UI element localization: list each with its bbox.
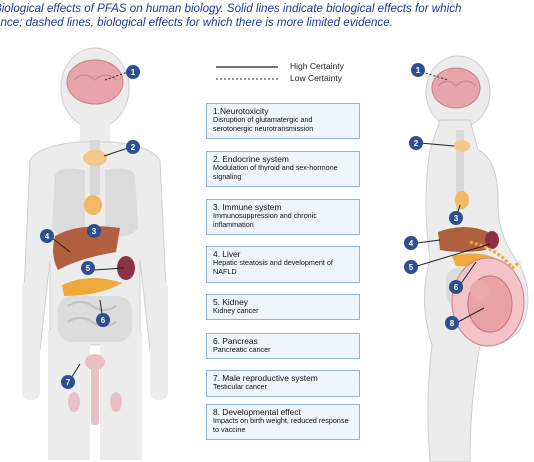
svg-text:1: 1: [131, 68, 136, 77]
marker-1-front: 1: [126, 65, 140, 79]
marker-6-side: 6: [449, 280, 463, 294]
effect-desc: Kidney cancer: [213, 306, 259, 315]
front-brain: [66, 59, 124, 105]
svg-text:1: 1: [416, 66, 421, 75]
svg-text:7: 7: [66, 378, 71, 387]
side-brain: [431, 67, 481, 109]
effect-box-kidney: 5. Kidney Kidney cancer: [206, 294, 360, 320]
svg-text:2: 2: [414, 139, 419, 148]
front-kidney: [117, 256, 135, 280]
effect-title: 2. Endocrine system: [213, 154, 289, 164]
effect-box-male-reproductive: 7. Male reproductive system Testicular c…: [206, 370, 360, 397]
svg-text:5: 5: [86, 264, 91, 273]
svg-text:6: 6: [454, 283, 459, 292]
svg-text:4: 4: [45, 232, 50, 241]
marker-4-front: 4: [40, 229, 54, 243]
svg-text:2: 2: [131, 143, 136, 152]
side-thyroid: [454, 140, 470, 152]
side-pancreas: [452, 253, 496, 267]
effect-desc: Hepatic steatosis and development of NAF…: [213, 258, 333, 276]
caption-line-1: Biological effects of PFAS on human biol…: [0, 2, 462, 15]
effect-title: 1.Neurotoxicity: [213, 106, 269, 116]
svg-text:3: 3: [454, 214, 459, 223]
svg-text:6: 6: [101, 316, 106, 325]
effect-box-developmental: 8. Developmental effect Impacts on birth…: [206, 404, 360, 440]
side-kidney: [485, 231, 499, 249]
effect-box-endocrine: 2. Endocrine system Modulation of thyroi…: [206, 151, 360, 187]
front-body-figure: [22, 47, 168, 460]
effect-title: 5. Kidney: [213, 297, 248, 307]
side-body-figure: [424, 55, 529, 462]
effect-title: 7. Male reproductive system: [213, 373, 318, 383]
front-liver: [53, 226, 121, 270]
marker-6-front: 6: [96, 313, 110, 327]
legend-low-certainty: Low Certainty: [290, 73, 342, 83]
effect-desc: Testicular cancer: [213, 382, 267, 391]
marker-7-front: 7: [61, 375, 75, 389]
marker-2-front: 2: [126, 140, 140, 154]
effect-box-pancreas: 6. Pancreas Pancreatic cancer: [206, 333, 360, 359]
marker-1-side: 1: [411, 63, 425, 77]
effect-desc: Disruption of glutamatergic and serotone…: [213, 115, 314, 133]
effect-desc: Impacts on birth weight, reduced respons…: [213, 416, 349, 434]
front-thyroid: [83, 150, 107, 166]
figure-caption: Biological effects of PFAS on human biol…: [0, 2, 534, 34]
legend-high-certainty: High Certainty: [290, 61, 344, 71]
front-pancreas: [62, 277, 122, 296]
leader-lines: [51, 71, 491, 381]
marker-2-side: 2: [409, 136, 423, 150]
marker-3-front: 3: [87, 224, 101, 238]
effect-desc: Pancreatic cancer: [213, 345, 271, 354]
effect-title: 8. Developmental effect: [213, 407, 301, 417]
svg-text:3: 3: [92, 227, 97, 236]
effect-title: 4. Liver: [213, 249, 241, 259]
effect-title: 6. Pancreas: [213, 336, 258, 346]
effect-box-immune: 3. Immune system Immunosuppression and c…: [206, 199, 360, 235]
marker-4-side: 4: [404, 236, 418, 250]
marker-3-side: 3: [449, 211, 463, 225]
caption-line-2: ence; dashed lines, biological effects f…: [0, 16, 393, 29]
svg-text:8: 8: [450, 319, 455, 328]
side-liver: [438, 227, 488, 252]
marker-5-side: 5: [404, 260, 418, 274]
effect-box-neurotoxicity: 1.Neurotoxicity Disruption of glutamater…: [206, 103, 360, 139]
marker-8-side: 8: [445, 316, 459, 330]
effect-box-liver: 4. Liver Hepatic steatosis and developme…: [206, 246, 360, 283]
marker-5-front: 5: [81, 261, 95, 275]
effect-title: 3. Immune system: [213, 202, 282, 212]
effect-desc: Immunosuppression and chronic inflammati…: [213, 211, 317, 229]
effect-desc: Modulation of thyroid and sex-hormone si…: [213, 163, 338, 181]
svg-text:4: 4: [409, 239, 414, 248]
svg-text:5: 5: [409, 263, 414, 272]
